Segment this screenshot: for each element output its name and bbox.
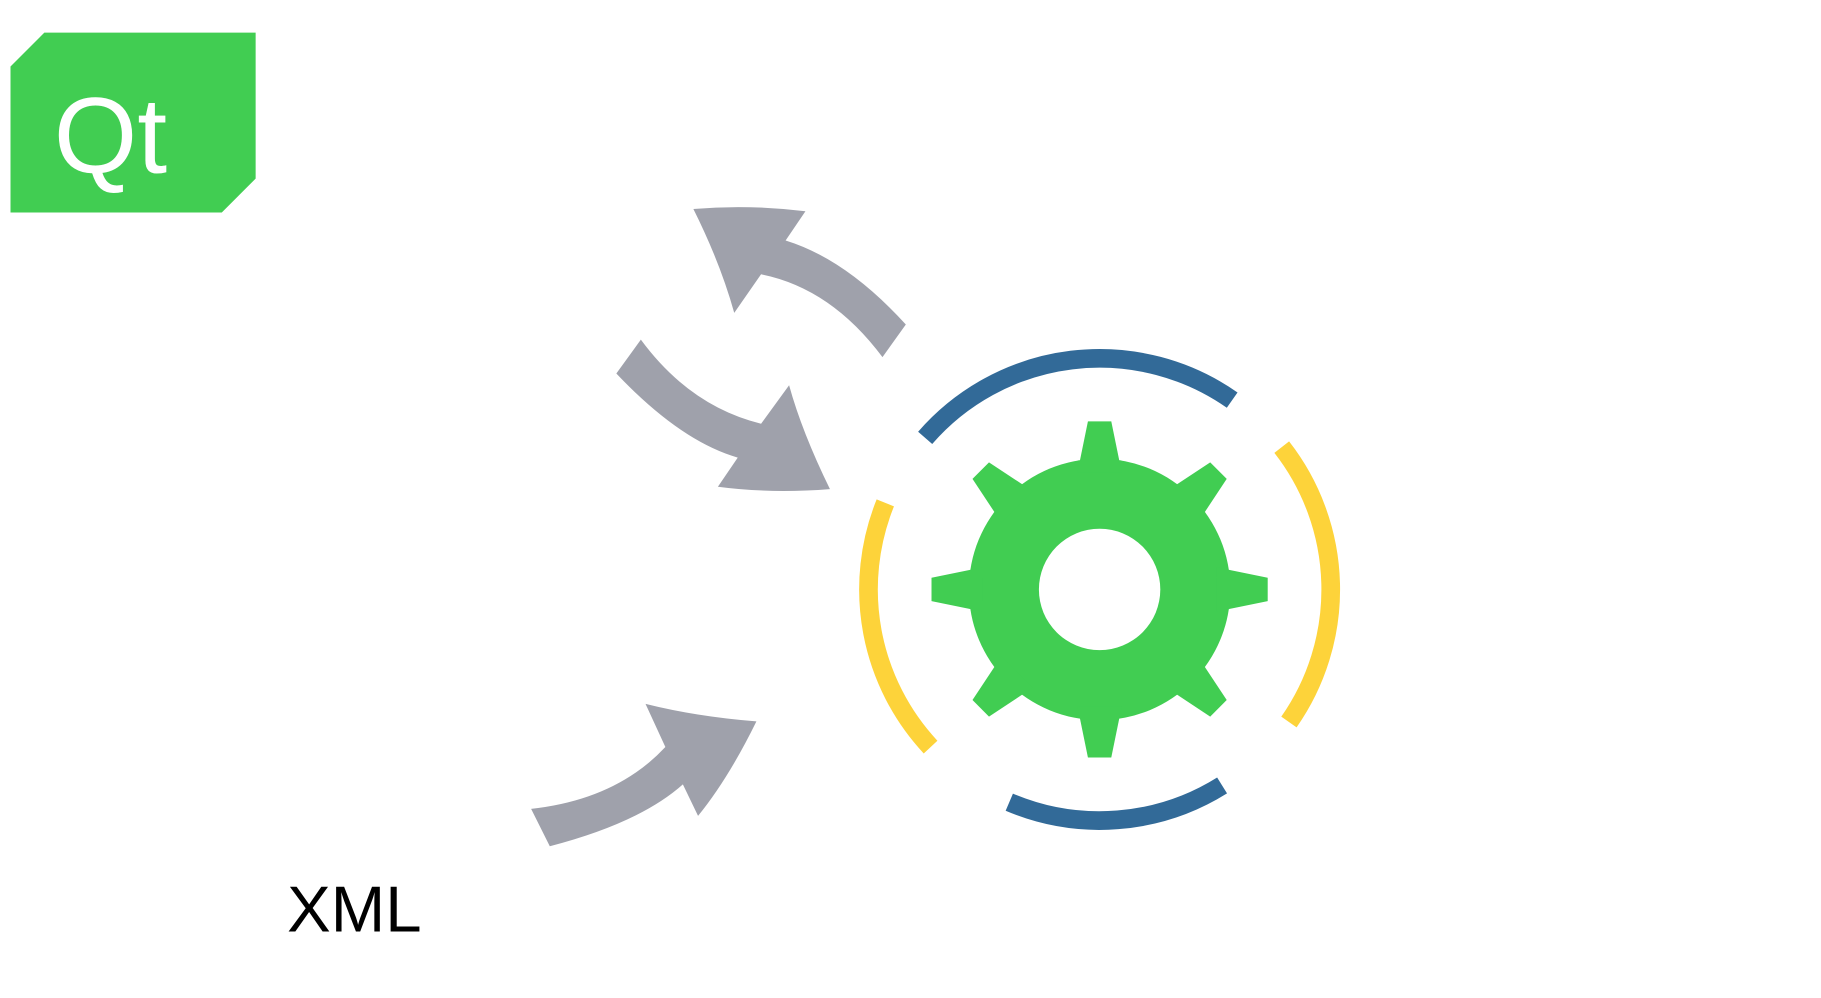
gear-hole (1038, 528, 1161, 651)
gear-tooth (1077, 706, 1122, 758)
arc-yellow-right (1274, 441, 1340, 728)
gear-tooth (972, 656, 1033, 717)
gear-tooth (1216, 567, 1268, 612)
arc-blue-bottom (1005, 777, 1228, 830)
qt-logo: Qt (10, 32, 256, 213)
gear-tooth (1166, 656, 1227, 717)
arrow-up-icon (693, 207, 906, 358)
arrow-down-icon (616, 339, 830, 491)
arc-yellow-left (859, 499, 938, 754)
import-arrow-icon (531, 703, 757, 847)
gear-tooth (931, 567, 983, 612)
xml-label: XML (287, 872, 421, 945)
gear-tooth (1077, 421, 1122, 473)
gear-icon (931, 421, 1268, 758)
gear-tooth (1166, 462, 1227, 523)
arc-blue-top (918, 349, 1238, 444)
gear-tooth (972, 462, 1033, 523)
qt-logo-text: Qt (54, 76, 168, 196)
sync-arrows-icon (616, 207, 906, 491)
ring (859, 349, 1340, 830)
